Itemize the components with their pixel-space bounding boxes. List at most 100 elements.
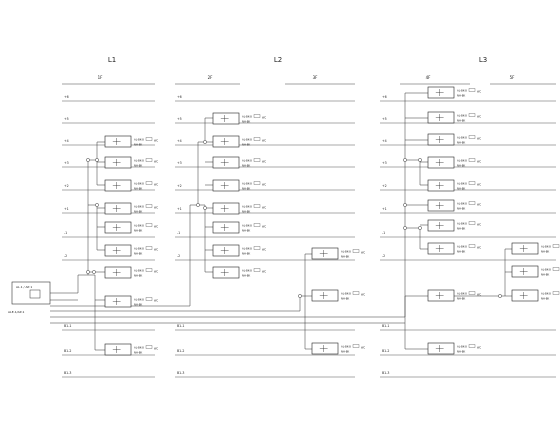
- module-code-box: [253, 137, 261, 141]
- module-note: WC: [262, 249, 266, 252]
- module-code-box: [145, 181, 153, 185]
- module-note: WC: [154, 271, 158, 274]
- module-note: WC: [262, 207, 266, 210]
- module-code: NH-BK: [134, 143, 143, 147]
- floor-label: +2: [382, 184, 387, 188]
- module-tag: AL-BK-8: [134, 298, 144, 302]
- module-tag: AL-BK-8: [541, 292, 551, 296]
- source-caption: ALE-1/AP-1: [8, 310, 24, 314]
- module-note: WC: [477, 224, 481, 227]
- module-code: NH-BK: [134, 187, 143, 191]
- module-note: WC: [262, 117, 266, 120]
- module-code-box: [145, 223, 153, 227]
- module-tag: AL-BK-8: [457, 159, 467, 163]
- module-tag: AL-BK-8: [134, 346, 144, 350]
- wire: [175, 117, 213, 307]
- source-panel-label: AL·1 / AP·1: [16, 285, 32, 289]
- module-tag: AL-BK-8: [341, 250, 351, 254]
- module-code: NH-BK: [457, 187, 466, 191]
- module-tag: AL-BK-8: [242, 159, 252, 163]
- junction-node: [498, 294, 502, 298]
- module-tag: AL-BK-8: [134, 269, 144, 273]
- module-code: NH-BK: [242, 164, 251, 168]
- floor-label: B1-1: [177, 324, 184, 328]
- module-tag: AL-BK-8: [242, 182, 252, 186]
- module-code-box: [145, 137, 153, 141]
- floor-label: +2: [177, 184, 182, 188]
- module-tag: AL-BK-8: [242, 138, 252, 142]
- module-note: WC: [361, 347, 365, 350]
- module-note: WC: [154, 140, 158, 143]
- floor-label: +3: [64, 161, 69, 165]
- module-code-box: [468, 244, 476, 248]
- module-note: WC: [477, 247, 481, 250]
- wire: [50, 296, 301, 312]
- module-code-box: [468, 88, 476, 92]
- module-code-box: [145, 204, 153, 208]
- module-note: WC: [154, 348, 158, 351]
- module-code-box: [352, 291, 360, 295]
- floor-label: B1-3: [177, 371, 184, 375]
- module-tag: AL-BK-8: [457, 222, 467, 226]
- module-code-box: [468, 135, 476, 139]
- floor-labels: +6+5+4+3+2+1-1-2B1-1B1-2B1-3+6+5+4+3+2+1…: [64, 95, 389, 375]
- floor-label: +3: [177, 161, 182, 165]
- module-note: WC: [477, 347, 481, 350]
- floor-label: +4: [64, 139, 69, 143]
- module-code-box: [468, 201, 476, 205]
- module-tag: AL-BK-8: [134, 138, 144, 142]
- module-note: WC: [477, 204, 481, 207]
- floor-label: -1: [177, 231, 180, 235]
- module-note: WC: [154, 226, 158, 229]
- wire: [405, 227, 428, 250]
- module-note: WC: [262, 140, 266, 143]
- floor-label: B1-2: [382, 349, 389, 353]
- zone-title-l3: L3: [479, 56, 487, 64]
- module-code: NH-BK: [134, 229, 143, 233]
- junction-node: [86, 270, 90, 274]
- module-note: WC: [262, 226, 266, 229]
- wire: [300, 253, 312, 297]
- floor-label: +3: [382, 161, 387, 165]
- floor-label: B1-2: [64, 349, 71, 353]
- wire: [96, 142, 105, 186]
- junction-node: [95, 158, 99, 162]
- module-note: WC: [154, 184, 158, 187]
- module-tag: AL-BK-8: [242, 247, 252, 251]
- module-code: NH-BK: [457, 207, 466, 211]
- module-note: WC: [477, 116, 481, 119]
- wire: [304, 296, 312, 350]
- floor-label: +4: [382, 139, 387, 143]
- module-tag: AL-BK-8: [242, 205, 252, 209]
- floor-label: +1: [177, 207, 182, 211]
- module-note: WC: [262, 161, 266, 164]
- module-code: NH-BK: [134, 303, 143, 307]
- module-code: NH-BK: [242, 274, 251, 278]
- module-code: NH-BK: [242, 252, 251, 256]
- module-code: NH-BK: [134, 164, 143, 168]
- module-tag: AL-BK-8: [242, 224, 252, 228]
- module-tag: AL-BK-8: [457, 114, 467, 118]
- module-code-box: [468, 221, 476, 225]
- module-tag: AL-BK-8: [541, 245, 551, 249]
- module-tag: AL-BK-8: [457, 136, 467, 140]
- module-tag: AL-BK-8: [541, 268, 551, 272]
- junction-node: [95, 203, 99, 207]
- floor-label: +6: [177, 95, 182, 99]
- zone-title-l2: L2: [274, 56, 282, 64]
- floor-label: +1: [64, 207, 69, 211]
- floor-label: B1-1: [382, 324, 389, 328]
- module-code: NH-BK: [541, 250, 550, 254]
- module-code: NH-BK: [341, 297, 350, 301]
- module-tag: AL-BK-8: [134, 182, 144, 186]
- module-tag: AL-BK-8: [341, 292, 351, 296]
- module-note: WC: [477, 91, 481, 94]
- module-note: WC: [477, 161, 481, 164]
- junction-node: [403, 203, 407, 207]
- column-header-5f: 5F: [510, 75, 516, 80]
- module-code: NH-BK: [242, 187, 251, 191]
- floor-label: +1: [382, 207, 387, 211]
- floor-label: B1-3: [382, 371, 389, 375]
- floor-label: +6: [64, 95, 69, 99]
